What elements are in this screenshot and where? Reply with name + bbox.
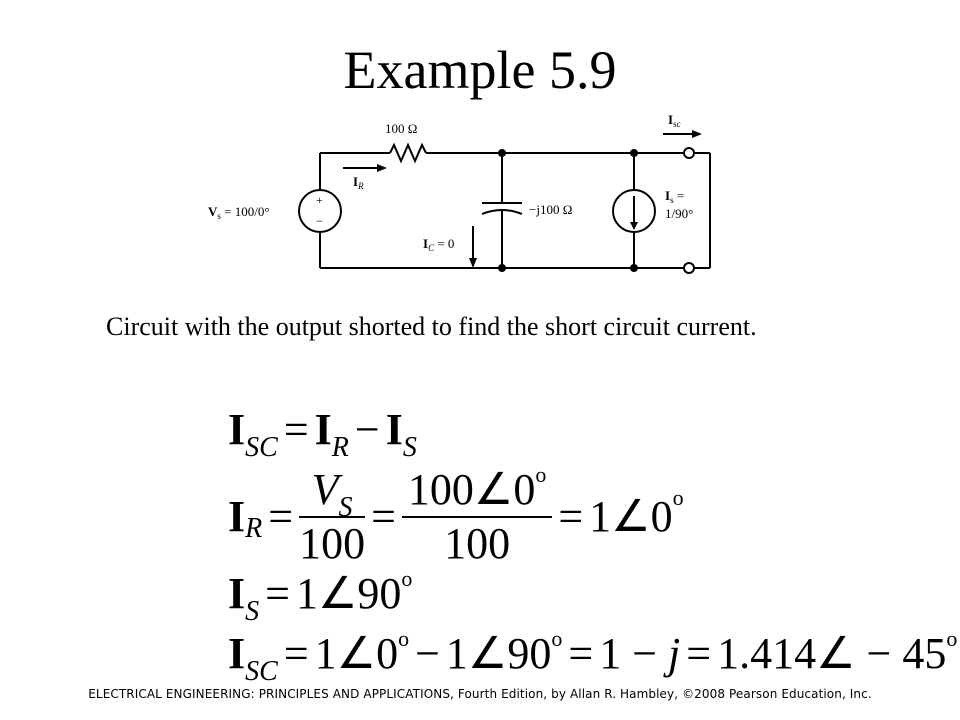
source-label: Vs = 100/0° <box>208 204 270 221</box>
caption-text: Circuit with the output shorted to find … <box>106 312 757 341</box>
circuit-diagram: 100 Ω IR Vs = 100/0° + − −j100 Ω IC = 0 … <box>195 108 765 293</box>
is-value: 1/90° <box>665 206 693 221</box>
equation-4: ISC=1∠0o−1∠90o=1 − j=1.414∠ − 45o <box>228 626 958 687</box>
minus-sign: − <box>316 214 323 228</box>
ir-label: IR <box>353 174 364 191</box>
equation-1: ISC=IR−IS <box>228 405 417 463</box>
capacitor-label: −j100 Ω <box>529 202 572 217</box>
is-label: Is = <box>665 188 684 205</box>
plus-sign: + <box>316 193 323 207</box>
isc-label: Isc <box>668 112 681 129</box>
footer-credit: ELECTRICAL ENGINEERING: PRINCIPLES AND A… <box>88 687 872 701</box>
resistor-label: 100 Ω <box>385 121 417 136</box>
page-title: Example 5.9 <box>343 40 617 100</box>
equation-3: IS=1∠90o <box>228 566 413 627</box>
ic-label: IC = 0 <box>423 236 454 253</box>
